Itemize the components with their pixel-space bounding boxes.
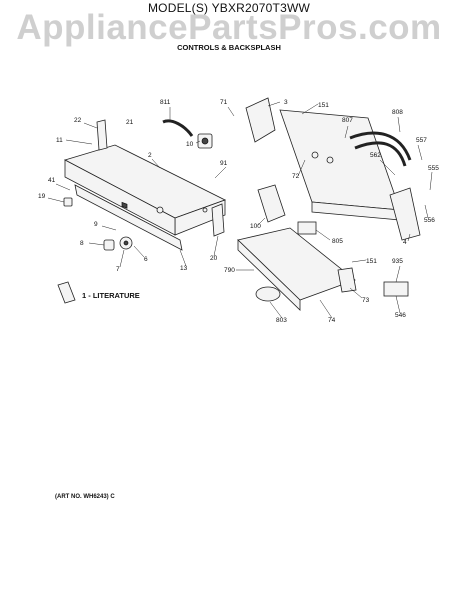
callout-2: 2 (148, 152, 152, 159)
callout-74: 74 (328, 317, 336, 324)
callout-8: 8 (80, 240, 84, 247)
callout-13: 13 (180, 265, 188, 272)
callout-151b: 151 (366, 258, 377, 265)
callout-21: 21 (126, 119, 134, 126)
callout-20: 20 (210, 255, 218, 262)
part-2-control-panel[interactable] (63, 144, 227, 236)
part-811-hose[interactable] (162, 119, 194, 137)
callout-7: 7 (116, 266, 120, 273)
callout-4: 4 (403, 239, 407, 246)
callout-562: 562 (370, 152, 381, 159)
callout-91: 91 (220, 160, 228, 167)
callout-100: 100 (250, 223, 261, 230)
part-100-housing[interactable] (257, 184, 286, 223)
callout-73: 73 (362, 297, 370, 304)
part-74-lower-panel[interactable] (237, 227, 356, 311)
literature-label: 1 - LITERATURE (82, 291, 140, 300)
part-13-trim[interactable] (74, 184, 183, 251)
part-808-hoses[interactable] (349, 131, 412, 167)
callout-10: 10 (186, 141, 194, 148)
callout-803: 803 (276, 317, 287, 324)
callout-555: 555 (428, 165, 439, 172)
part-3-bracket[interactable] (245, 97, 276, 143)
section-title: CONTROLS & BACKSPLASH (177, 43, 281, 52)
part-803-motor[interactable] (255, 286, 281, 302)
callout-22: 22 (74, 117, 82, 124)
literature-envelope-icon[interactable] (57, 281, 76, 304)
callout-811: 811 (160, 99, 171, 106)
callout-807: 807 (342, 117, 353, 124)
art-number: (ART NO. WH6243) C (55, 494, 115, 500)
watermark-logo: AppliancePartsPros.com (16, 8, 442, 47)
callout-3: 3 (284, 99, 288, 106)
part-20-endcap[interactable] (211, 203, 225, 237)
callout-808: 808 (392, 109, 403, 116)
callout-556: 556 (424, 217, 435, 224)
part-7-knob[interactable] (119, 236, 133, 250)
callout-11: 11 (56, 137, 63, 144)
callout-151a: 151 (318, 102, 329, 109)
part-19-knob[interactable] (63, 197, 73, 207)
part-22-bracket[interactable] (96, 119, 108, 151)
part-546-harness[interactable] (383, 281, 409, 297)
part-10-switch[interactable] (197, 133, 213, 149)
callout-41: 41 (48, 177, 56, 184)
callout-805: 805 (332, 238, 343, 245)
callout-9: 9 (94, 221, 98, 228)
callout-72: 72 (292, 173, 300, 180)
callout-19: 19 (38, 193, 46, 200)
callout-546: 546 (395, 312, 406, 319)
callout-557: 557 (416, 137, 427, 144)
leader-lines (47, 101, 433, 319)
part-72-backsplash[interactable] (279, 109, 401, 221)
callout-71: 71 (220, 99, 228, 106)
model-title: MODEL(S) YBXR2070T3WW (147, 1, 311, 15)
part-805-valve[interactable] (297, 221, 317, 235)
callout-790: 790 (224, 267, 235, 274)
callout-labels: 811 71 3 151 807 808 22 21 2 10 11 557 5… (38, 99, 439, 324)
part-73-bracket[interactable] (337, 267, 357, 293)
part-4-bracket[interactable] (389, 187, 421, 241)
part-8-knob[interactable] (103, 239, 115, 251)
callout-6: 6 (144, 256, 148, 263)
callout-935: 935 (392, 258, 403, 265)
